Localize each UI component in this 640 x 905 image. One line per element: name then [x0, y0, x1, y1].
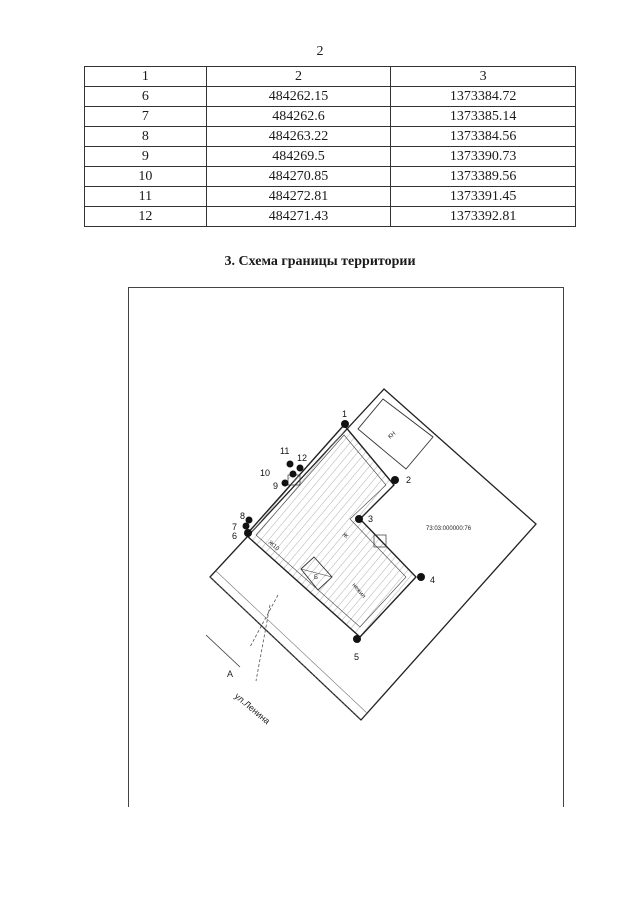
building-hatched-area — [245, 423, 417, 638]
x-coordinate-cell: 484262.15 — [205, 86, 392, 107]
boundary-point-5-marker — [353, 635, 361, 643]
table-row: 10 484270.85 1373389.56 — [84, 166, 576, 187]
table-header-row: 1 2 3 — [84, 66, 576, 87]
boundary-point-3-marker — [355, 515, 363, 523]
boundary-point-10-marker — [289, 470, 297, 478]
section-mark-label: А — [227, 669, 233, 679]
table-row: 8 484263.22 1373384.56 — [84, 126, 576, 147]
table-header-cell: 1 — [84, 66, 207, 87]
table-row: 9 484269.5 1373390.73 — [84, 146, 576, 167]
scheme-drawing: 1 2 3 4 5 6 7 8 9 10 11 12 73:03:000000:… — [128, 287, 564, 807]
point-label-12: 12 — [297, 453, 307, 463]
table-header-cell: 3 — [390, 66, 576, 87]
point-label-4: 4 — [430, 575, 435, 585]
point-label-2: 2 — [406, 475, 411, 485]
point-number-cell: 7 — [84, 106, 207, 127]
access-line-2 — [255, 604, 271, 682]
point-number-cell: 8 — [84, 126, 207, 147]
point-number-cell: 6 — [84, 86, 207, 107]
section-mark-line — [205, 634, 241, 668]
page-number: 2 — [316, 44, 324, 59]
point-label-3: 3 — [368, 514, 373, 524]
street-edge-line-2 — [215, 570, 369, 715]
x-coordinate-cell: 484263.22 — [205, 126, 392, 147]
parcel-number-label: 73:03:000000:76 — [426, 526, 472, 532]
boundary-point-4-marker — [417, 573, 425, 581]
street-edge-line — [209, 576, 362, 721]
point-number-cell: 10 — [84, 166, 207, 187]
coordinates-table: 1 2 3 6 484262.15 1373384.72 7 484262.6 … — [84, 66, 576, 227]
table-row: 12 484271.43 1373392.81 — [84, 206, 576, 227]
boundary-point-7-marker — [242, 522, 250, 530]
boundary-point-6-marker — [244, 529, 252, 537]
x-coordinate-cell: 484270.85 — [205, 166, 392, 187]
territory-boundary-scheme: 1 2 3 4 5 6 7 8 9 10 11 12 73:03:000000:… — [128, 287, 564, 807]
point-number-cell: 11 — [84, 186, 207, 207]
boundary-point-8-marker — [245, 516, 253, 524]
entrance-box-diag — [300, 568, 333, 578]
point-label-5: 5 — [354, 652, 359, 662]
table-row: 6 484262.15 1373384.72 — [84, 86, 576, 107]
access-line-1 — [249, 594, 279, 648]
y-coordinate-cell: 1373384.56 — [390, 126, 576, 147]
entrance-label: Б — [314, 575, 318, 581]
y-coordinate-cell: 1373385.14 — [390, 106, 576, 127]
section-title: 3. Схема границы территории — [224, 254, 416, 269]
point-label-10: 10 — [260, 468, 270, 478]
boundary-point-2-marker — [391, 476, 399, 484]
boundary-point-12-marker — [296, 464, 304, 472]
street-name-label: ул.Ленина — [233, 691, 272, 726]
table-header-cell: 2 — [205, 66, 392, 87]
point-label-7: 7 — [232, 522, 237, 532]
point-label-1: 1 — [342, 409, 347, 419]
point-number-cell: 12 — [84, 206, 207, 227]
outbuilding-kn — [357, 398, 434, 470]
boundary-point-9-marker — [281, 479, 289, 487]
point-label-11: 11 — [280, 446, 289, 456]
table-row: 11 484272.81 1373391.45 — [84, 186, 576, 207]
y-coordinate-cell: 1373391.45 — [390, 186, 576, 207]
outbuilding-label: КН — [387, 431, 397, 441]
y-coordinate-cell: 1373384.72 — [390, 86, 576, 107]
point-label-8: 8 — [240, 511, 245, 521]
boundary-point-11-marker — [286, 460, 294, 468]
y-coordinate-cell: 1373392.81 — [390, 206, 576, 227]
point-number-cell: 9 — [84, 146, 207, 167]
y-coordinate-cell: 1373390.73 — [390, 146, 576, 167]
x-coordinate-cell: 484272.81 — [205, 186, 392, 207]
x-coordinate-cell: 484269.5 — [205, 146, 392, 167]
x-coordinate-cell: 484271.43 — [205, 206, 392, 227]
marker-box — [373, 534, 387, 548]
building-inner-outline — [255, 434, 407, 628]
table-row: 7 484262.6 1373385.14 — [84, 106, 576, 127]
x-coordinate-cell: 484262.6 — [205, 106, 392, 127]
boundary-point-1-marker — [341, 420, 349, 428]
point-label-6: 6 — [232, 531, 237, 541]
point-label-9: 9 — [273, 481, 278, 491]
building-label-zh: Ж — [341, 532, 349, 540]
y-coordinate-cell: 1373389.56 — [390, 166, 576, 187]
